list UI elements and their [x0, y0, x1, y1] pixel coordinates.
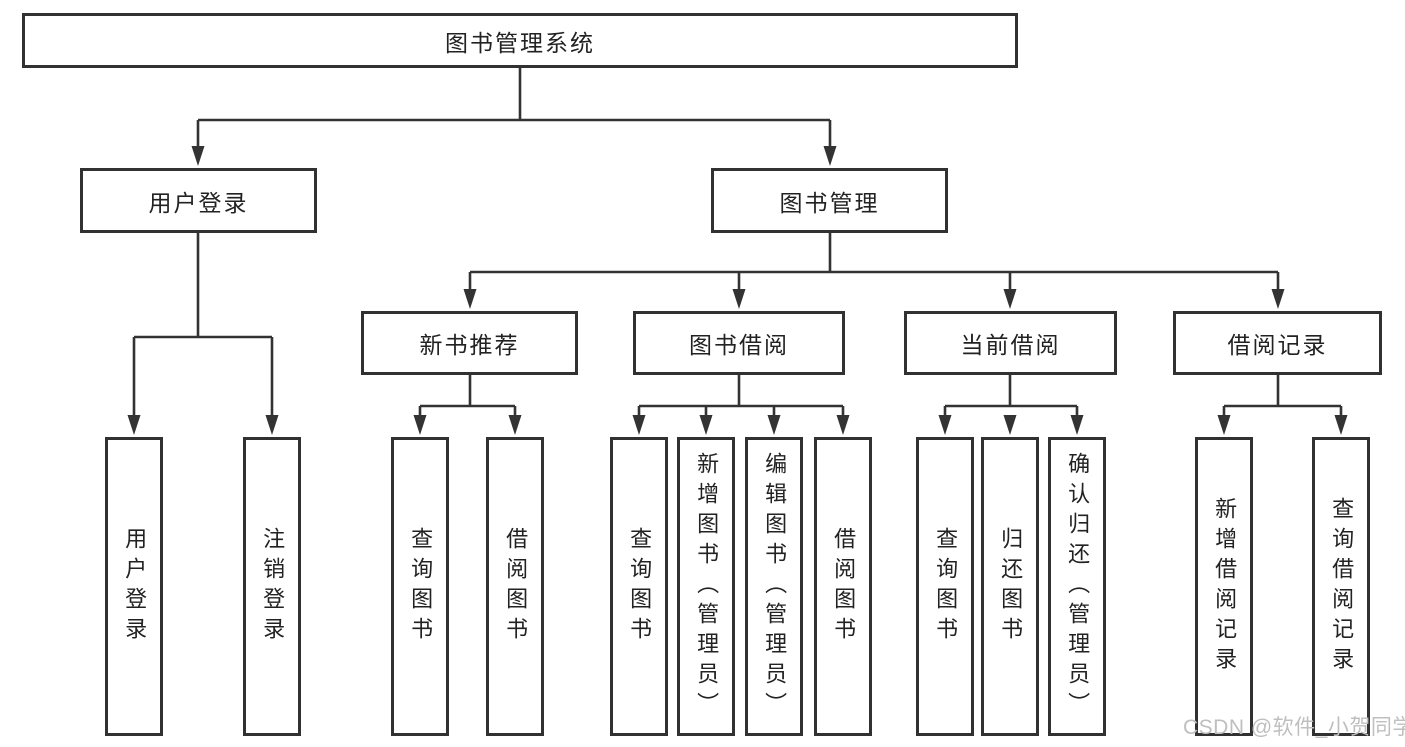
node-user-login-label: 用户登录 — [148, 189, 249, 216]
node-new-book-recommend-label: 新书推荐 — [419, 332, 520, 358]
leaf-add-books-admin: 新增图书（管理员） — [677, 437, 735, 736]
node-root-label: 图书管理系统 — [445, 29, 595, 56]
node-book-borrow: 图书借阅 — [633, 311, 845, 375]
node-user-login: 用户登录 — [80, 168, 317, 233]
leaf-return-books-label: 归还图书 — [998, 526, 1024, 647]
leaf-confirm-return-admin: 确认归还（管理员） — [1048, 437, 1106, 736]
node-book-management-label: 图书管理 — [779, 189, 880, 216]
leaf-query-books-current: 查询图书 — [916, 437, 974, 736]
leaf-user-login: 用户登录 — [105, 437, 163, 736]
leaf-query-books-recommend: 查询图书 — [391, 437, 449, 736]
leaf-confirm-return-admin-label: 确认归还（管理员） — [1065, 451, 1091, 722]
watermark: CSDN @软件_小贺同学 — [1183, 716, 1405, 739]
node-new-book-recommend: 新书推荐 — [361, 311, 578, 375]
leaf-edit-books-admin: 编辑图书（管理员） — [745, 437, 803, 736]
leaf-borrow-books-label: 借阅图书 — [831, 526, 857, 647]
node-current-borrow-label: 当前借阅 — [960, 332, 1061, 358]
leaf-borrow-books-recommend-label: 借阅图书 — [503, 526, 529, 647]
node-book-borrow-label: 图书借阅 — [689, 332, 789, 358]
leaf-query-borrow-record: 查询借阅记录 — [1312, 437, 1370, 736]
node-book-management: 图书管理 — [711, 168, 948, 233]
leaf-add-books-admin-label: 新增图书（管理员） — [694, 451, 720, 722]
node-borrow-records: 借阅记录 — [1173, 311, 1382, 375]
node-root: 图书管理系统 — [22, 13, 1018, 68]
leaf-return-books: 归还图书 — [981, 437, 1039, 736]
leaf-add-borrow-record: 新增借阅记录 — [1195, 437, 1253, 736]
leaf-query-books-current-label: 查询图书 — [933, 526, 959, 647]
leaf-query-books-recommend-label: 查询图书 — [408, 526, 434, 647]
leaf-query-borrow-record-label: 查询借阅记录 — [1329, 496, 1355, 677]
leaf-borrow-books: 借阅图书 — [814, 437, 872, 736]
leaf-logout-label: 注销登录 — [260, 526, 286, 647]
leaf-user-login-label: 用户登录 — [122, 526, 148, 647]
leaf-add-borrow-record-label: 新增借阅记录 — [1212, 496, 1238, 677]
node-borrow-records-label: 借阅记录 — [1227, 332, 1328, 358]
leaf-logout: 注销登录 — [243, 437, 301, 736]
node-current-borrow: 当前借阅 — [904, 311, 1117, 375]
leaf-query-books-borrow-label: 查询图书 — [627, 526, 653, 647]
leaf-query-books-borrow: 查询图书 — [610, 437, 668, 736]
leaf-edit-books-admin-label: 编辑图书（管理员） — [762, 451, 788, 722]
leaf-borrow-books-recommend: 借阅图书 — [486, 437, 544, 736]
